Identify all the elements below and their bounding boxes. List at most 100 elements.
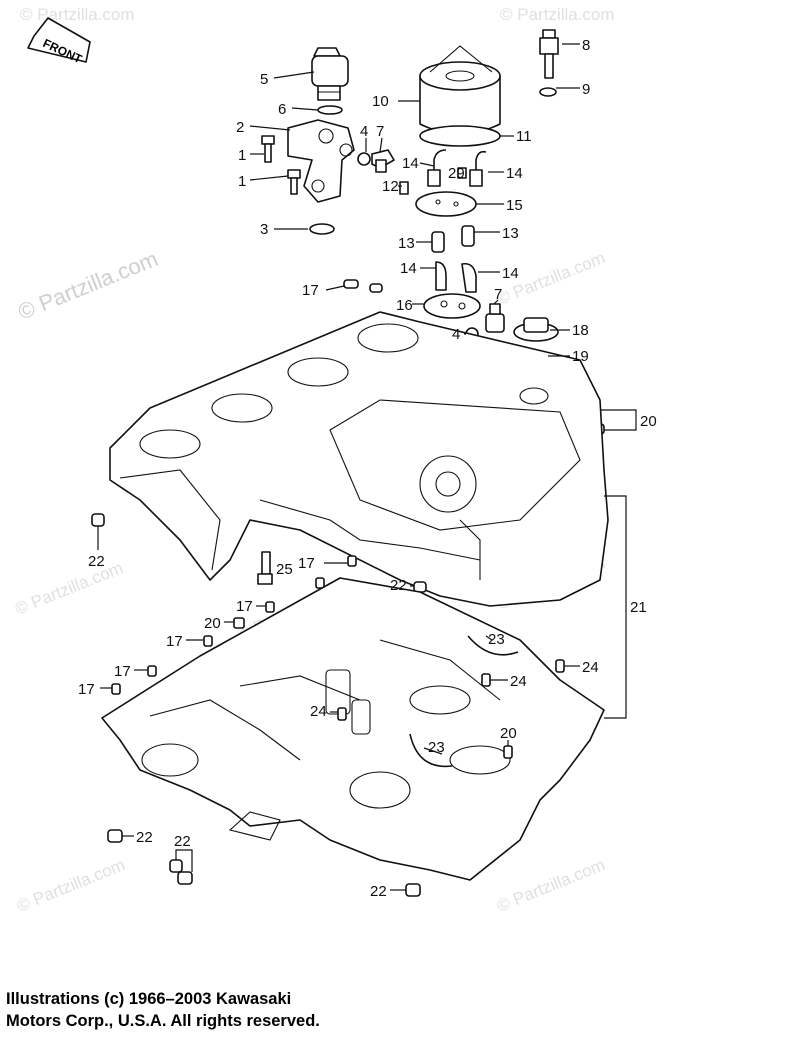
washer [317, 105, 343, 115]
callout-25: 25 [276, 561, 293, 578]
callout-20: 20 [640, 413, 657, 430]
dowel-pin [405, 883, 421, 897]
callout-1: 1 [238, 173, 246, 190]
callout-10: 10 [372, 93, 389, 110]
dowel-pin [177, 871, 193, 885]
hose-fitting [427, 169, 441, 187]
callout-22: 22 [390, 577, 407, 594]
callout-29: 29 [448, 165, 465, 182]
front-arrow-icon: FRONT [27, 17, 91, 66]
oil-filler-cap [513, 317, 559, 342]
hose-elbow [461, 262, 477, 293]
dowel-pin [91, 513, 105, 527]
dowel-pin [369, 283, 383, 293]
dowel-pin [347, 555, 357, 567]
callout-3: 3 [260, 221, 268, 238]
callout-13: 13 [502, 225, 519, 242]
copyright-line-2: Motors Corp., U.S.A. All rights reserved… [6, 1012, 320, 1030]
callout-21: 21 [630, 599, 647, 616]
callout-14: 14 [502, 265, 519, 282]
gasket [419, 125, 501, 147]
filter-plate [415, 191, 477, 217]
watermark: © Partzilla.com [14, 855, 127, 916]
callout-22: 22 [88, 553, 105, 570]
callout-5: 5 [260, 71, 268, 88]
callout-6: 6 [278, 101, 286, 118]
washer [539, 87, 557, 97]
dowel-pin [203, 635, 213, 647]
pipe [461, 225, 475, 247]
callout-14: 14 [400, 260, 417, 277]
callout-16: 16 [396, 297, 413, 314]
dowel-pin [107, 829, 123, 843]
dowel-pin [343, 279, 359, 289]
plug-bolt [485, 303, 505, 333]
callout-1: 1 [238, 147, 246, 164]
hose-fitting [469, 169, 483, 187]
callout-14: 14 [506, 165, 523, 182]
plug-bolt [371, 149, 395, 173]
callout-22: 22 [174, 833, 191, 850]
callout-4: 4 [452, 326, 460, 343]
lower-crankcase [101, 577, 605, 881]
watermark: © Partzilla.com [500, 5, 615, 24]
callout-8: 8 [582, 37, 590, 54]
callout-17: 17 [298, 555, 315, 572]
o-ring [309, 223, 335, 235]
dowel-pin [315, 577, 325, 589]
leader-lines [97, 43, 637, 891]
callout-11: 11 [516, 128, 532, 145]
screw [399, 181, 409, 195]
callout-20: 20 [500, 725, 517, 742]
callout-14: 14 [402, 155, 419, 172]
pipe-bracket [287, 119, 355, 203]
dowel-pin [337, 707, 347, 721]
oil-pressure-relief-valve [539, 29, 559, 79]
bolt [287, 169, 301, 195]
dowel-pin [555, 659, 565, 673]
callout-17: 17 [166, 633, 183, 650]
callout-7: 7 [494, 286, 502, 303]
callout-12: 12 [382, 178, 399, 195]
copyright-line-1: Illustrations (c) 1966–2003 Kawasaki [6, 990, 292, 1008]
callout-17: 17 [302, 282, 319, 299]
gasket [357, 152, 371, 166]
callout-17: 17 [236, 598, 253, 615]
callout-17: 17 [78, 681, 95, 698]
callout-18: 18 [572, 322, 589, 339]
dowel-pin [169, 859, 183, 873]
oil-filter-cover [419, 45, 501, 135]
callout-24: 24 [510, 673, 527, 690]
callout-15: 15 [506, 197, 523, 214]
callout-22: 22 [136, 829, 153, 846]
callout-9: 9 [582, 81, 590, 98]
dowel-pin [233, 617, 245, 629]
crank-bearing-insert [467, 635, 519, 656]
callout-22: 22 [370, 883, 387, 900]
watermark: © Partzilla.com [494, 855, 607, 916]
dowel-pin [265, 601, 275, 613]
callout-17: 17 [114, 663, 131, 680]
watermark: © Partzilla.com [12, 558, 125, 619]
callout-23: 23 [488, 631, 505, 648]
callout-labels: 5 6 2 1 1 3 4 7 8 9 10 11 12 14 29 14 15… [78, 37, 657, 900]
dowel-pin [481, 673, 491, 687]
hose-elbow [435, 261, 447, 291]
bolt [257, 551, 273, 585]
watermark: © Partzilla.com [15, 246, 162, 325]
upper-crankcase [109, 311, 609, 607]
watermark: © Partzilla.com [20, 5, 135, 24]
pipe [431, 231, 445, 253]
oil-screen-plate [423, 293, 481, 319]
callout-20: 20 [204, 615, 221, 632]
copyright-notice: Illustrations (c) 1966–2003 Kawasaki Mot… [6, 988, 320, 1032]
callout-24: 24 [582, 659, 599, 676]
dowel-pin [147, 665, 157, 677]
callout-23: 23 [428, 739, 445, 756]
bolt [261, 135, 275, 163]
dowel-pin [111, 683, 121, 695]
callout-24: 24 [310, 703, 327, 720]
dowel-pin [503, 745, 513, 759]
